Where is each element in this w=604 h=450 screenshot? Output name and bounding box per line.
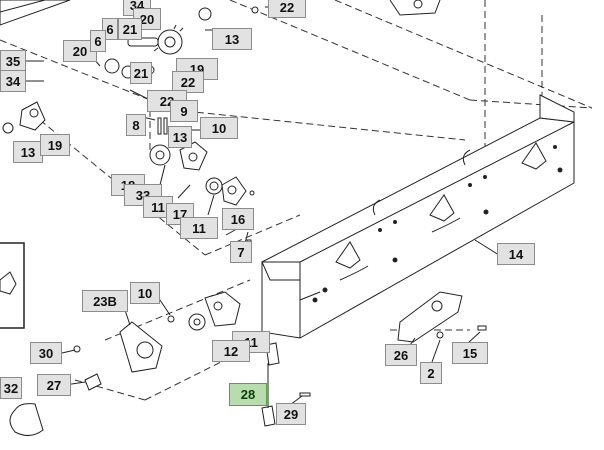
- callout-14[interactable]: 14: [497, 243, 535, 265]
- callout-6b[interactable]: 6: [90, 30, 106, 52]
- frame-rail: [261, 94, 575, 339]
- callout-26[interactable]: 26: [385, 344, 417, 366]
- callout-22a[interactable]: 22: [268, 0, 306, 18]
- callout-13c[interactable]: 13: [13, 141, 43, 163]
- callout-27[interactable]: 27: [37, 374, 71, 396]
- callout-29[interactable]: 29: [276, 403, 306, 425]
- callout-11a[interactable]: 11: [143, 196, 173, 218]
- callout-12[interactable]: 12: [212, 340, 250, 362]
- callout-7[interactable]: 7: [230, 241, 252, 263]
- callout-20b[interactable]: 20: [63, 40, 97, 62]
- callout-13b[interactable]: 13: [168, 126, 192, 148]
- callout-6a[interactable]: 6: [102, 18, 118, 40]
- callout-30[interactable]: 30: [30, 342, 62, 364]
- callout-8[interactable]: 8: [126, 114, 146, 136]
- callout-23b[interactable]: 23B: [82, 290, 128, 312]
- callout-13a[interactable]: 13: [212, 28, 252, 50]
- callout-2[interactable]: 2: [420, 362, 442, 384]
- callout-28-highlighted[interactable]: 28: [229, 383, 267, 406]
- callout-10a[interactable]: 10: [200, 117, 238, 139]
- callout-22b[interactable]: 22: [172, 71, 204, 93]
- callout-9[interactable]: 9: [170, 100, 198, 122]
- callout-34b[interactable]: 34: [0, 70, 26, 92]
- callout-35[interactable]: 35: [0, 50, 26, 72]
- callout-16[interactable]: 16: [222, 208, 254, 230]
- callout-19b[interactable]: 19: [40, 134, 70, 156]
- callout-11b[interactable]: 11: [180, 217, 218, 239]
- callout-10b[interactable]: 10: [130, 282, 160, 304]
- callout-32[interactable]: 32: [0, 377, 22, 399]
- callout-21b[interactable]: 21: [130, 62, 152, 84]
- callout-15[interactable]: 15: [452, 342, 488, 364]
- upper-frame-fragment: [0, 0, 71, 26]
- callout-21a[interactable]: 21: [118, 18, 142, 40]
- detail-inset: [0, 242, 25, 329]
